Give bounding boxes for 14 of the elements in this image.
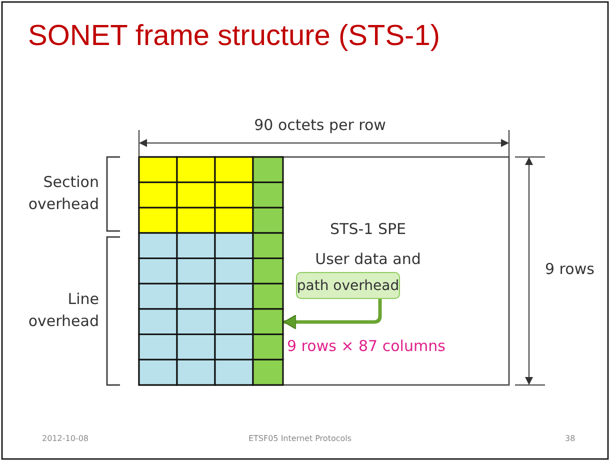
footer-date: 2012-10-08 [42,434,88,443]
region-label: User data and [315,250,421,268]
slide-title: SONET frame structure (STS-1) [28,20,440,53]
footer-text: ETSF05 Internet Protocols [248,434,352,443]
highlight-box: path overhead [296,272,400,299]
arrow [284,299,382,330]
bracket-label: Line overhead [27,289,99,332]
bracket-label: Section overhead [27,172,99,215]
path-overhead-column [253,157,283,385]
page-number: 38 [565,434,576,443]
region-label: STS-1 SPE [330,220,406,238]
dimension-label: 90 octets per row [254,116,386,134]
size-note: 9 rows × 87 columns [287,337,446,355]
dimension-label: 9 rows [545,260,594,278]
